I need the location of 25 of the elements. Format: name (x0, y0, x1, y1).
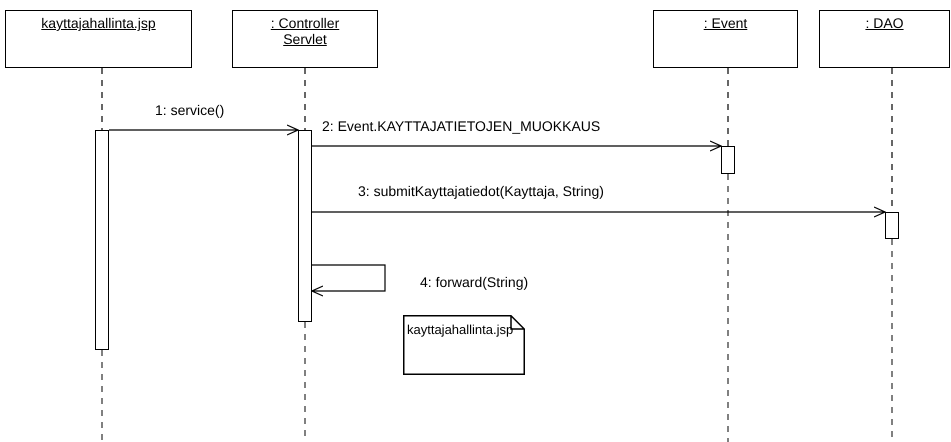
activation-bar (721, 146, 735, 174)
message-label: 1: service() (155, 102, 224, 118)
message-label: 3: submitKayttajatiedot(Kayttaja, String) (358, 183, 604, 199)
lifeline-head (5, 10, 192, 68)
activation-bar (298, 130, 312, 322)
message-arrow (109, 124, 299, 136)
lifeline (727, 68, 729, 146)
lifeline (304, 68, 306, 130)
object-name: : DAO (865, 15, 904, 31)
lifeline-head (653, 10, 798, 68)
message-arrow (311, 264, 386, 297)
message-arrow (312, 206, 886, 218)
activation-bar (885, 212, 899, 239)
object-name: kayttajahallinta.jsp (41, 15, 156, 31)
message-arrow (312, 140, 722, 152)
lifeline-head (819, 10, 950, 68)
object-name: : Controller Servlet (270, 15, 340, 47)
lifeline-head (232, 10, 378, 68)
note (403, 315, 525, 375)
message-label: 4: forward(String) (420, 274, 528, 290)
message-label: 2: Event.KAYTTAJATIETOJEN_MUOKKAUS (322, 118, 600, 134)
note-text: kayttajahallinta.jsp (407, 322, 514, 337)
object-name: : Event (704, 15, 748, 31)
lifeline (101, 68, 103, 130)
activation-bar (95, 130, 109, 350)
